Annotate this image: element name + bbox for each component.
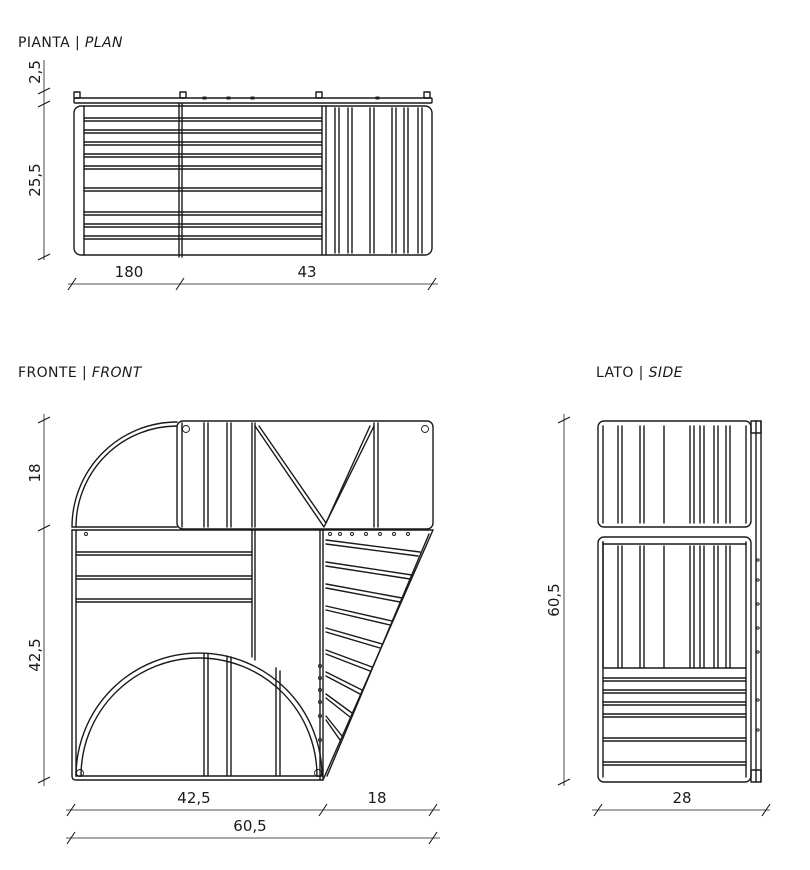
plan-view: PIANTA | PLAN — [18, 35, 438, 291]
front-lower-height-dim: 42,5 — [26, 638, 44, 671]
side-vertical-dimension — [557, 414, 571, 786]
side-right-rail — [750, 420, 762, 783]
front-upper-quarter-arc — [71, 421, 178, 528]
plan-depth-dim: 25,5 — [26, 163, 44, 196]
front-lower-semicircle — [75, 652, 323, 777]
side-view: LATO | SIDE — [545, 365, 771, 817]
side-lower-box — [597, 536, 752, 783]
front-diagonal-ramp — [318, 529, 434, 781]
plan-width-right-dim: 43 — [297, 263, 316, 281]
plan-horizontal-slats — [83, 105, 323, 256]
side-upper-box — [597, 420, 752, 528]
front-view: FRONTE | FRONT — [18, 365, 440, 845]
plan-vertical-slats — [334, 107, 423, 254]
front-upper-height-dim: 18 — [26, 463, 44, 482]
front-base-left-dim: 42,5 — [177, 789, 210, 807]
plan-vertical-dimension — [37, 60, 51, 261]
front-title: FRONTE | FRONT — [18, 365, 143, 381]
front-upper-box — [71, 420, 434, 531]
plan-horizontal-dimension — [67, 277, 438, 291]
plan-title: PIANTA | PLAN — [18, 35, 123, 51]
side-width-dim: 28 — [672, 789, 691, 807]
plan-top-strip-dim: 2,5 — [26, 60, 44, 84]
plan-width-left-dim: 180 — [115, 263, 144, 281]
front-base-right-dim: 18 — [367, 789, 386, 807]
side-height-dim: 60,5 — [545, 583, 563, 616]
plan-frame — [73, 105, 433, 256]
front-vertical-dimension — [37, 414, 51, 786]
side-horizontal-dimension — [592, 803, 771, 817]
side-title: LATO | SIDE — [596, 365, 683, 381]
front-base-dimension — [66, 803, 440, 817]
plan-top-rail — [73, 91, 433, 104]
front-total-width-dim: 60,5 — [233, 817, 266, 835]
front-lower-body — [71, 529, 324, 781]
front-total-dimension — [66, 831, 440, 845]
